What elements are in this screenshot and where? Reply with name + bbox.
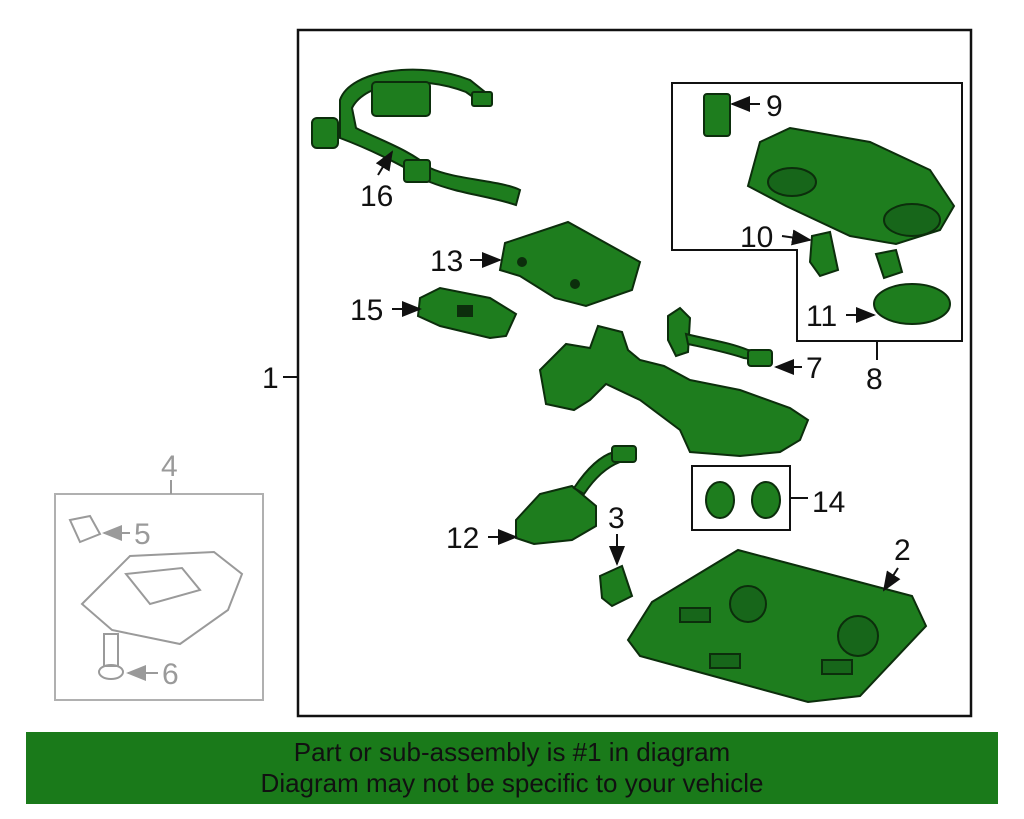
part-center-frame [538,324,810,458]
notice-line-1: Part or sub-assembly is #1 in diagram [293,737,731,767]
subassembly-4-frame [54,493,264,701]
callout-4: 4 [161,450,178,483]
part-6-screw-outline [98,633,124,680]
part-12-lamp [515,445,637,546]
part-5-clip-outline [68,514,102,544]
part-8-lamp-housing [746,126,956,246]
callout-2: 2 [894,534,911,567]
callout-1: 1 [262,362,279,395]
callout-9: 9 [766,90,783,123]
part-9-clip [703,93,731,137]
part-11-lens [873,283,951,325]
callout-13: 13 [430,245,463,278]
leader-10 [781,229,812,246]
subassembly-8-frame [671,82,963,342]
part-3-clip [598,564,634,608]
callout-6: 6 [162,658,179,691]
notice-banner: Part or sub-assembly is #1 in diagram Di… [26,732,998,804]
callout-12: 12 [446,522,479,555]
callout-7: 7 [806,352,823,385]
part-15-switch [416,286,518,340]
callout-10: 10 [740,221,773,254]
callout-8: 8 [866,363,883,396]
callout-16: 16 [360,180,393,213]
callout-5: 5 [134,518,151,551]
callout-11: 11 [806,300,837,333]
part-7-bulb-socket [667,306,773,367]
leader-2 [882,567,901,592]
callout-14: 14 [812,486,845,519]
part-14-bulbs [705,481,781,519]
part-10-clip [808,230,840,278]
part-clip-extra [874,248,904,280]
part-4-housing-outline [80,550,244,646]
part-13-bracket [498,220,642,308]
part-16-wiring-harness [311,68,522,207]
part-2-console-housing [626,548,928,704]
assembly-frame [296,28,973,718]
notice-line-2: Diagram may not be specific to your vehi… [260,768,764,798]
leader-16 [375,150,394,176]
callout-15: 15 [350,294,383,327]
callout-3: 3 [608,502,625,535]
